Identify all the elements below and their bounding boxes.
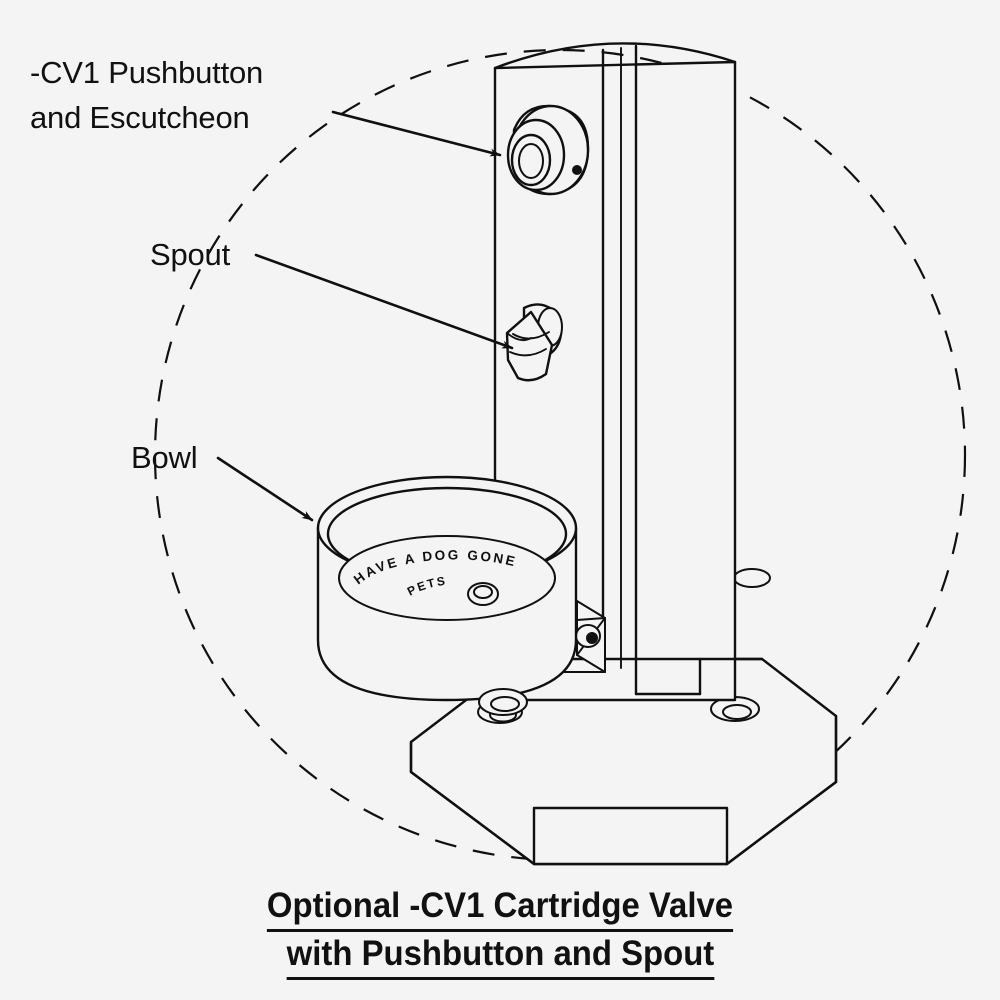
base-plate-anchor-hole-rear-right — [733, 568, 771, 588]
callout-labels: -CV1 Pushbutton and Escutcheon Spout Bow… — [30, 55, 263, 475]
leader-pushbutton — [331, 110, 502, 157]
base-plate-front-thickness — [532, 806, 729, 866]
callout-pushbutton-line2: and Escutcheon — [30, 100, 250, 135]
bowl-foot-hole — [478, 688, 528, 716]
bowl-basin-floor — [338, 535, 556, 621]
escutcheon-set-screw — [572, 165, 582, 175]
callout-leaders — [216, 110, 514, 522]
pushbutton-cap — [518, 143, 544, 179]
bracket-gusset-line — [576, 617, 606, 621]
cv1-pushbutton-escutcheon — [506, 104, 590, 196]
base-plate-anchor-hole-front-right — [710, 696, 760, 722]
spout-band-line-1 — [509, 348, 547, 357]
spout-facet-line — [506, 332, 532, 342]
column-top-arc — [493, 42, 737, 70]
base-plate-left-bevel — [409, 770, 536, 866]
base-plate-right-bevel — [725, 780, 838, 866]
bubbler-spout — [505, 303, 563, 382]
callout-spout-label: Spout — [150, 237, 231, 272]
bowl-drain-hole — [467, 582, 499, 606]
callout-pushbutton-line1: -CV1 Pushbutton — [30, 55, 263, 90]
leader-spout — [254, 253, 514, 350]
spout-neck — [505, 310, 554, 382]
callout-bowl-label: Bowl — [131, 440, 197, 475]
bracket-bolt — [575, 624, 601, 648]
leader-bowl — [216, 456, 314, 522]
pet-bowl: HAVE A DOG GONE PETS — [316, 475, 578, 716]
